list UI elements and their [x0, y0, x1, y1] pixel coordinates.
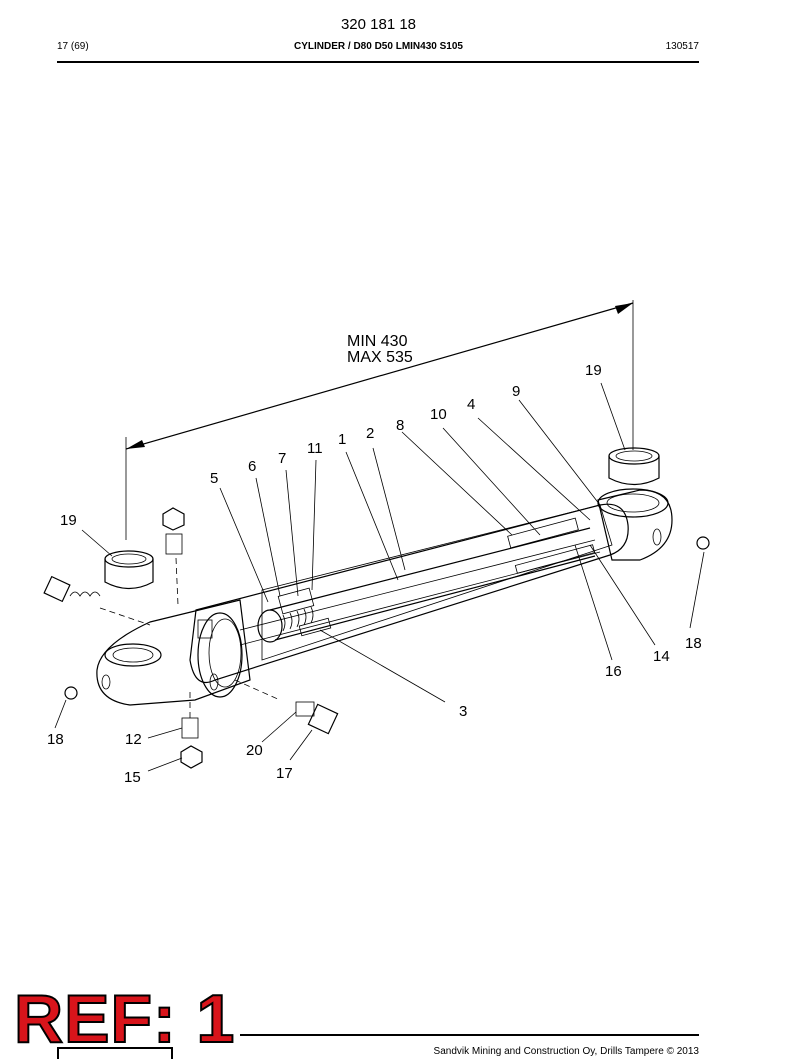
- footer-copyright: Sandvik Mining and Construction Oy, Dril…: [433, 1046, 699, 1057]
- dimension-min-label: MIN 430: [347, 333, 408, 350]
- callout-18-left: 18: [47, 731, 64, 748]
- page-title: CYLINDER / D80 D50 LMIN430 S105: [294, 41, 463, 52]
- page-number: 17 (69): [57, 41, 89, 52]
- length-dimension: MIN 430 MAX 535: [125, 300, 634, 540]
- document-number: 320 181 18: [340, 16, 417, 33]
- callout-1: 1: [338, 431, 346, 448]
- bearing-bushing-left: [104, 550, 154, 590]
- callout-3: 3: [459, 703, 467, 720]
- callout-6: 6: [248, 458, 256, 475]
- callout-11: 11: [307, 440, 323, 457]
- rod-eye: [597, 488, 673, 561]
- callout-18-right: 18: [685, 635, 702, 652]
- cylinder-barrel: [189, 503, 629, 698]
- ref-stamp: REF: 1: [13, 981, 236, 1057]
- revision-date: 130517: [665, 41, 699, 52]
- callout-8: 8: [396, 417, 404, 434]
- grease-nipple-left: [64, 686, 78, 700]
- callout-19-left: 19: [60, 512, 77, 529]
- rear-clevis: [96, 599, 251, 706]
- footer-divider: [240, 1034, 699, 1036]
- callout-2: 2: [366, 425, 374, 442]
- callout-10: 10: [430, 406, 447, 423]
- callout-14: 14: [653, 648, 670, 665]
- callout-12: 12: [125, 731, 142, 748]
- sandvik-logo: [57, 1047, 173, 1059]
- port-fitting-left: [43, 575, 151, 626]
- header-divider: [57, 61, 699, 63]
- callout-7: 7: [278, 450, 286, 467]
- grease-nipple-right: [696, 536, 710, 550]
- nipple-top: [162, 507, 185, 606]
- dimension-max-label: MAX 535: [347, 349, 413, 366]
- callout-17: 17: [276, 765, 293, 782]
- callout-labels: 1 2 3 4 5 6 7 8 9 10 11 12 14 15 16 17 1…: [47, 362, 702, 786]
- callout-4: 4: [467, 396, 475, 413]
- port-fitting-bottom: [234, 679, 339, 735]
- callout-20: 20: [246, 742, 263, 759]
- callout-19-right: 19: [585, 362, 602, 379]
- bearing-bushing-right: [608, 447, 660, 486]
- callout-9: 9: [512, 383, 520, 400]
- callout-5: 5: [210, 470, 218, 487]
- nipple-bottom: [180, 692, 203, 769]
- callout-16: 16: [605, 663, 622, 680]
- leader-lines: [54, 382, 705, 772]
- callout-15: 15: [124, 769, 141, 786]
